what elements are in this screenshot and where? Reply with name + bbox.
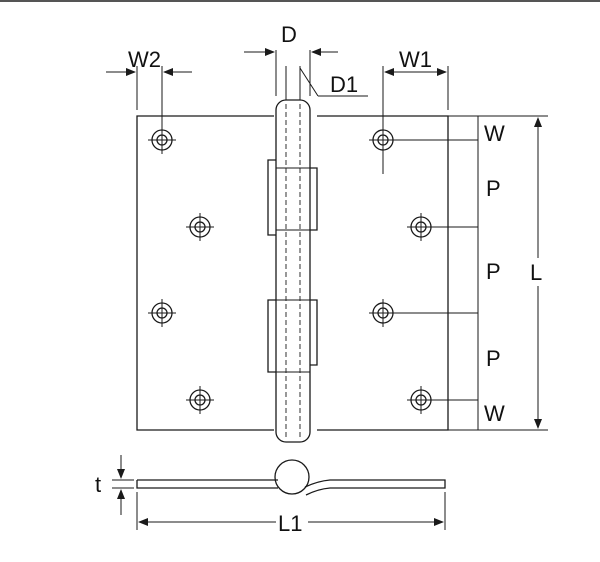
screw-hole [407, 213, 435, 241]
label-l1-background [276, 512, 308, 536]
label-l-background [528, 258, 548, 286]
screw-hole [186, 213, 214, 241]
dimension-w1 [382, 66, 449, 126]
label-p1: P [486, 176, 501, 201]
dimension-d [244, 48, 338, 96]
screw-hole [369, 299, 397, 327]
label-w-top: W [484, 121, 505, 146]
screw-hole [369, 126, 397, 174]
side-view [136, 459, 446, 496]
label-l1: L1 [278, 511, 302, 536]
dimension-t [112, 455, 134, 515]
screw-hole [407, 386, 435, 414]
left-leaf [136, 115, 274, 431]
label-d1: D1 [330, 72, 358, 97]
label-w2: W2 [128, 47, 161, 72]
dimension-d1 [285, 66, 368, 100]
label-t: t [95, 472, 101, 497]
knuckle [267, 99, 318, 443]
dimension-w2 [106, 66, 192, 126]
label-w-bottom: W [484, 401, 505, 426]
label-w1: W1 [399, 47, 432, 72]
screw-hole [148, 299, 176, 327]
label-p3: P [486, 346, 501, 371]
extension-lines [397, 115, 548, 431]
label-d: D [281, 22, 297, 47]
screw-holes [148, 126, 435, 414]
label-p2: P [486, 259, 501, 284]
top-border [0, 0, 600, 2]
screw-hole [148, 126, 176, 154]
label-l: L [530, 260, 542, 285]
screw-hole [186, 386, 214, 414]
